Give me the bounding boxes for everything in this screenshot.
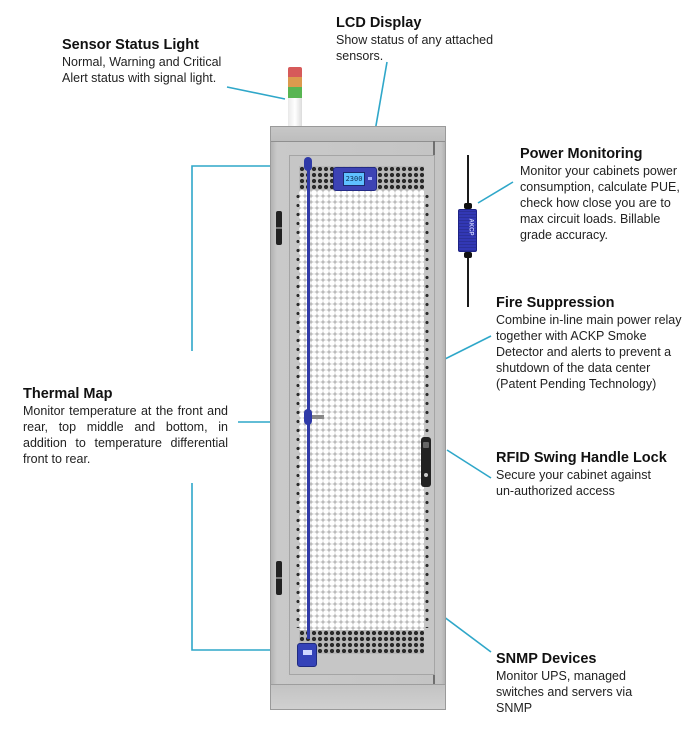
leader-power-monitoring [477,181,514,204]
power-monitor-device: AKCP [458,209,477,252]
callout-description: Combine in-line main power relay togethe… [496,313,682,391]
server-cabinet: 2300 [270,126,446,710]
thermal-sensor-cable [307,161,310,639]
callout-title: SNMP Devices [496,651,597,667]
thermal-sensor-top-icon [304,157,312,171]
callout-description: Secure your cabinet against un-authorize… [496,468,651,498]
signal-light-tower [288,67,302,127]
power-connector-icon [464,252,472,258]
callout-title: Power Monitoring [520,146,643,162]
callout-description: Normal, Warning and Critical Alert statu… [62,55,222,85]
callout-description: Monitor temperature at the front and rea… [23,404,228,466]
sensor-hub-icon [297,643,317,667]
signal-light-green [288,87,302,98]
rfid-swing-handle-icon [421,437,431,487]
callout-snmp-devices: SNMP Devices Monitor UPS, managed switch… [496,651,696,716]
power-device-label: AKCP [467,218,474,236]
cabinet-base [271,684,445,709]
callout-fire-suppression: Fire Suppression Combine in-line main po… [496,295,696,392]
thermal-probe-icon [312,415,324,419]
signal-light-red [288,67,302,77]
signal-light-pole [288,98,302,127]
power-connector-icon [464,203,472,209]
callout-description: Monitor UPS, managed switches and server… [496,669,633,715]
hinge-icon [276,211,282,245]
callout-rfid-swing-handle-lock: RFID Swing Handle Lock Secure your cabin… [496,450,696,499]
leader-thermal-top [191,165,290,351]
leader-thermal-bottom [191,483,290,651]
callout-description: Monitor your cabinets power consumption,… [520,164,680,242]
mounting-rail-left [296,192,300,628]
hinge-icon [276,561,282,595]
mounting-rail-right [425,192,429,628]
perforated-panel [299,166,424,654]
lcd-screen: 2300 [343,172,365,186]
cabinet-top [271,127,445,142]
callout-title: Fire Suppression [496,295,615,311]
leader-sensor-status-light [226,86,286,100]
thermal-sensor-middle-icon [304,409,312,425]
callout-description: Show status of any attached sensors. [336,33,494,63]
callout-title: Thermal Map [23,386,113,402]
callout-title: Sensor Status Light [62,37,199,53]
callout-sensor-status-light: Sensor Status Light Normal, Warning and … [62,37,262,86]
perforated-panel-bottom [299,630,424,654]
callout-lcd-display: LCD Display Show status of any attached … [336,15,536,64]
callout-thermal-map: Thermal Map Monitor temperature at the f… [23,386,228,467]
lcd-button-icon [368,177,372,180]
callout-title: LCD Display [336,15,422,31]
lcd-display-device: 2300 [333,167,377,191]
leader-rfid-lock [446,449,492,479]
callout-power-monitoring: Power Monitoring Monitor your cabinets p… [520,146,695,243]
callout-title: RFID Swing Handle Lock [496,450,667,466]
signal-light-amber [288,77,302,87]
